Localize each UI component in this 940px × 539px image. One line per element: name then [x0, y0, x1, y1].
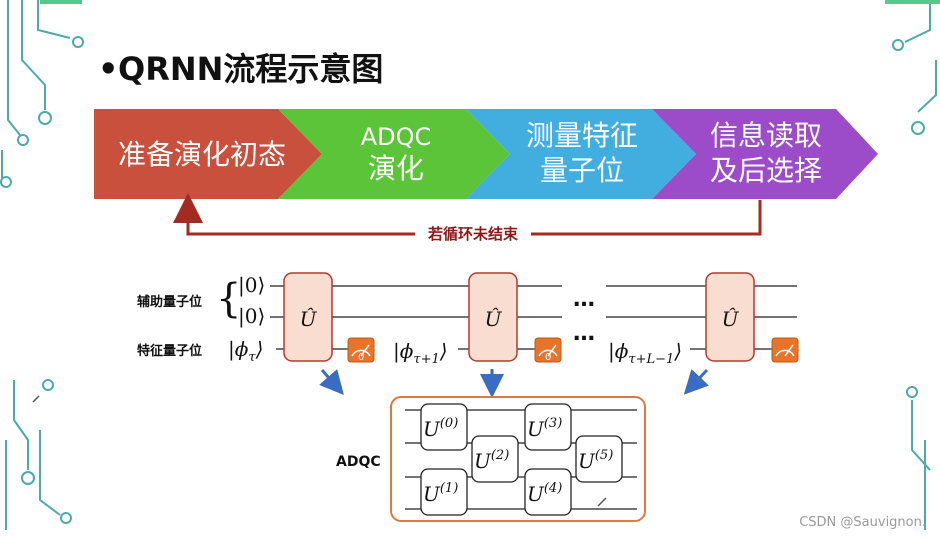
adqc-gate-2 [471, 435, 519, 483]
decorative-circuit-left [0, 0, 84, 530]
gate-u-hat-2-label: Û [485, 306, 503, 331]
gate-u-hat-1 [283, 272, 333, 362]
adqc-gate-3 [524, 403, 572, 451]
adqc-detail: ADQC U(0) U(1) U(2) U(3) U(4) U(5) [336, 396, 646, 522]
ket-phi-tau-plus-1: |ϕτ+1⟩ [393, 339, 448, 367]
pencil-icon [597, 497, 607, 507]
ellipsis-top: … [573, 287, 595, 312]
aux-qubit-label: 辅助量子位 [137, 294, 202, 310]
decorative-circuit-right [892, 0, 937, 530]
process-flow: 准备演化初态 ADQC 演化 测量特征 量子位 信息读取 及后选择 [94, 109, 878, 199]
step-3-label-line2: 量子位 [540, 154, 624, 187]
step-1-chevron [94, 109, 322, 199]
measure-icon-3 [771, 337, 799, 363]
step-4-chevron [652, 109, 878, 199]
gate-u-hat-2 [468, 272, 518, 362]
measure-icon-2: 0 [534, 337, 562, 363]
blue-arrow-3 [683, 368, 709, 395]
step-4-label-line2: 及后选择 [710, 154, 822, 187]
adqc-gate-0 [420, 403, 468, 451]
adqc-gate-0-label: U(0) [423, 416, 458, 441]
step-3-label-line1: 测量特征 [526, 119, 638, 152]
adqc-gate-4 [524, 468, 572, 516]
ket-phi-tau-plus-L-minus-1: |ϕτ+L−1⟩ [608, 339, 682, 367]
loop-label-bg [415, 223, 531, 245]
gate-u-hat-3-label: Û [722, 306, 740, 331]
measure-zero-1: 0 [358, 352, 364, 363]
ket-phi-tau: |ϕτ⟩ [228, 337, 263, 365]
watermark: CSDN @Sauvignon. [799, 515, 926, 530]
adqc-gate-2-label: U(2) [474, 448, 509, 473]
gate-u-hat-1-label: Û [300, 306, 318, 331]
ket-zero-1: |0⟩ [238, 273, 265, 298]
ket-zero-2: |0⟩ [238, 304, 265, 329]
title-bullet: • [98, 50, 118, 88]
step-1-label: 准备演化初态 [118, 138, 286, 171]
adqc-gate-1-label: U(1) [423, 481, 458, 506]
step-4-label-line1: 信息读取 [710, 119, 822, 152]
page-title: QRNN流程示意图 [118, 50, 383, 88]
gate-u-hat-3 [705, 272, 755, 362]
step-2-label-line1: ADQC [361, 123, 432, 151]
feature-qubit-label: 特征量子位 [137, 343, 202, 359]
measure-zero-2: 0 [545, 352, 551, 363]
step-2-chevron [278, 109, 510, 199]
adqc-label: ADQC [336, 454, 381, 470]
decor-green-bar-left [40, 0, 82, 4]
adqc-gate-5-label: U(5) [578, 448, 613, 473]
pencil-icon-left [32, 395, 40, 403]
loop-label: 若循环未结束 [427, 225, 519, 243]
adqc-gate-4-label: U(4) [527, 481, 562, 506]
step-3-chevron [466, 109, 696, 199]
adqc-gate-3-label: U(3) [527, 416, 562, 441]
decor-green-bar-right [885, 0, 940, 4]
aux-brace: { [216, 276, 241, 322]
measure-icon-1: 0 [347, 337, 375, 363]
quantum-circuit: 辅助量子位 { 特征量子位 |0⟩ |0⟩ |ϕτ⟩ |ϕτ+1⟩ |ϕτ+L−… [137, 272, 799, 398]
blue-arrow-1 [319, 369, 344, 396]
adqc-gate-5 [575, 435, 623, 483]
step-2-label-line2: 演化 [368, 152, 424, 185]
ellipsis-bottom: … [573, 321, 595, 346]
adqc-gate-1 [420, 468, 468, 516]
